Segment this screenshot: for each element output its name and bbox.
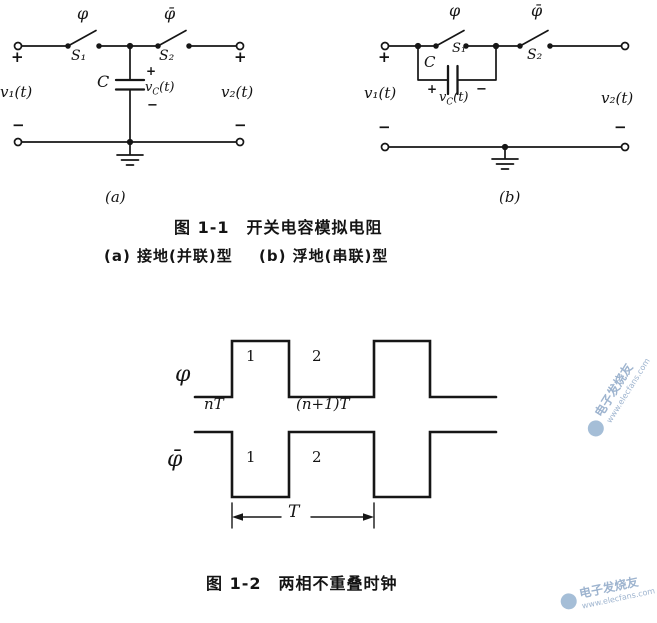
minus-sign: − [614, 118, 627, 136]
minus-sign: − [147, 98, 158, 113]
output-voltage-label: v₂(t) [221, 83, 254, 101]
vc-argument: (t) [159, 80, 175, 95]
phi-bar-waveform-label: φ̄ [167, 447, 183, 472]
phase1-label: 1 [246, 448, 256, 466]
switch-s1-blade [435, 29, 465, 47]
contact-dot [155, 43, 161, 49]
plus-sign: + [11, 48, 24, 66]
period-dimension [231, 502, 375, 529]
capacitor-voltage-label: vC(t) [439, 91, 469, 107]
switch-s2-label: S₂ [527, 47, 543, 63]
clock-waveforms [193, 339, 498, 499]
phase2-label: 2 [312, 448, 322, 466]
time-n1T-label: (n+1)T [296, 395, 350, 413]
elecfans-logo-icon [559, 592, 579, 612]
vc-base: v [145, 80, 153, 95]
vc-subscript: C [152, 87, 160, 98]
dimension-tick [231, 502, 375, 529]
contact-dot [186, 43, 192, 49]
arrowhead-right-icon [363, 513, 374, 521]
terminal [235, 137, 245, 147]
terminal [380, 142, 390, 152]
figure1-subcaption-a: (a) 接地(并联)型 [104, 247, 233, 265]
plus-sign: + [234, 48, 247, 66]
capacitor-label: C [97, 72, 110, 91]
phi-waveform [193, 339, 498, 399]
contact-dot [463, 43, 469, 49]
vc-subscript: C [446, 97, 454, 108]
phi-bar-clock-label: φ̄ [164, 4, 176, 23]
contact-dot [65, 43, 71, 49]
minus-sign: − [378, 118, 391, 136]
terminal [620, 142, 630, 152]
phase2-label: 2 [312, 347, 322, 365]
switch-s1-label: S₁ [452, 41, 467, 56]
contact-dot [547, 43, 553, 49]
minus-sign: − [476, 82, 487, 97]
capacitor-voltage-label: vC(t) [145, 81, 175, 97]
phase1-label: 1 [246, 347, 256, 365]
phi-bar-clock-label: φ̄ [531, 1, 543, 20]
phi-waveform-label: φ [175, 362, 191, 387]
contact-dot [96, 43, 102, 49]
figure2-caption: 图 1-2 两相不重叠时钟 [206, 574, 398, 593]
plus-sign: + [378, 48, 391, 66]
junction-dot [126, 42, 134, 50]
period-T-label: T [288, 502, 300, 522]
arrowhead-left-icon [232, 513, 243, 521]
circuit-a [13, 29, 245, 166]
capacitor-plates [446, 64, 459, 96]
junction-dot [492, 42, 500, 50]
switch-s2-label: S₂ [159, 48, 175, 64]
capacitor-label: C [424, 53, 436, 71]
terminal [13, 137, 23, 147]
figure1-caption: 图 1-1 开关电容模拟电阻 [174, 218, 383, 237]
vc-argument: (t) [453, 90, 469, 105]
contact-dot [517, 43, 523, 49]
switch-s1-label: S₁ [71, 48, 87, 64]
input-voltage-label: v₁(t) [364, 84, 397, 102]
phi-bar-waveform [193, 430, 498, 499]
time-nT-label: nT [204, 395, 224, 413]
phi-clock-label: φ [449, 1, 461, 20]
input-voltage-label: v₁(t) [0, 83, 33, 101]
phi-clock-label: φ [77, 4, 89, 23]
switch-s2-blade [157, 29, 187, 47]
plus-sign: + [146, 64, 157, 78]
plus-sign: + [427, 82, 438, 96]
figure1-subcaption-b: (b) 浮地(串联)型 [259, 247, 389, 265]
ground-symbol [491, 146, 519, 170]
terminal [620, 41, 630, 51]
capacitor-plates [114, 78, 146, 91]
switch-s1-blade [67, 29, 97, 47]
vc-base: v [439, 90, 447, 105]
minus-sign: − [12, 116, 25, 134]
ground-symbol [116, 141, 144, 166]
subfigure-a-label: (a) [105, 188, 126, 206]
circuit-b [380, 29, 630, 170]
switch-s2-blade [519, 29, 549, 47]
junction-dot [414, 42, 422, 50]
subfigure-b-label: (b) [499, 188, 521, 206]
wires [20, 45, 238, 143]
minus-sign: − [234, 116, 247, 134]
contact-dot [433, 43, 439, 49]
output-voltage-label: v₂(t) [601, 89, 634, 107]
